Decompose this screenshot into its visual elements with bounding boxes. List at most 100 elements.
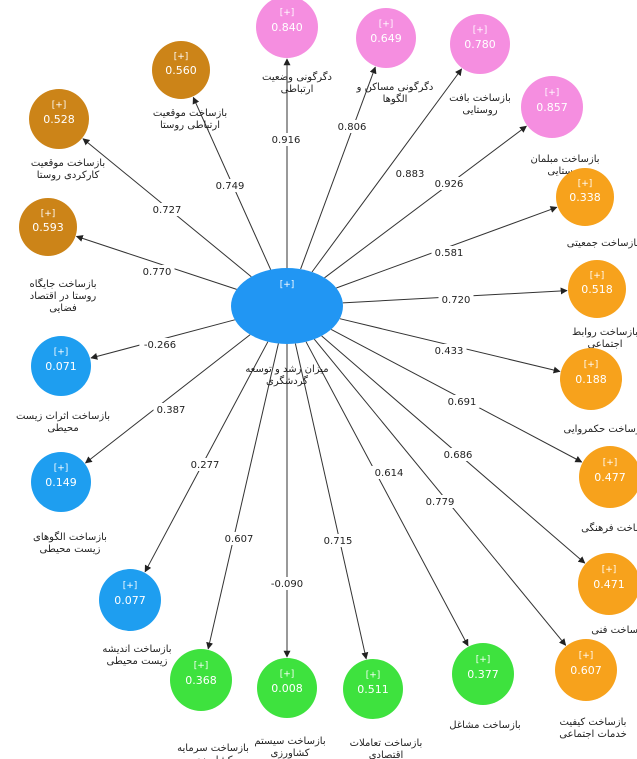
svg-text:0.607: 0.607 (225, 534, 254, 545)
construct-circle[interactable] (19, 198, 77, 256)
construct-node-n11[interactable]: [+]0.477بازساخت فرهنگی (579, 446, 637, 534)
construct-circle[interactable] (556, 168, 614, 226)
construct-label: روستا در اقتصاد (30, 291, 97, 302)
path-coefficients-layer: 0.7490.9160.8060.8830.9260.7270.7700.581… (139, 120, 480, 590)
central-construct-label-line: میزان رشد و توسعه (245, 364, 328, 375)
construct-label: الگوها (383, 93, 408, 105)
expand-marker[interactable]: [+] (194, 661, 209, 671)
r-squared-value: 0.471 (593, 578, 625, 591)
central-construct[interactable]: [+] (231, 268, 343, 344)
r-squared-value: 0.528 (43, 113, 75, 126)
svg-text:0.727: 0.727 (153, 205, 182, 216)
expand-marker[interactable]: [+] (280, 670, 295, 680)
expand-marker[interactable]: [+] (366, 671, 381, 681)
r-squared-value: 0.649 (370, 32, 402, 45)
path-coefficient-n9: 0.720 (438, 293, 474, 306)
r-squared-value: 0.368 (185, 674, 217, 687)
expand-marker[interactable]: [+] (602, 565, 617, 575)
construct-label: دگرگونی وضعیت (262, 71, 332, 83)
construct-node-n12[interactable]: [+]0.471بازساخت فنی (578, 553, 637, 636)
expand-marker[interactable]: [+] (52, 101, 67, 111)
construct-label: کشاورزی (270, 748, 309, 759)
construct-circle[interactable] (560, 348, 622, 410)
construct-label: بازساخت موقعیت (153, 108, 227, 119)
expand-marker[interactable]: [+] (280, 8, 295, 18)
expand-marker[interactable]: [+] (579, 651, 594, 661)
svg-text:0.926: 0.926 (435, 179, 464, 190)
construct-circle[interactable] (99, 569, 161, 631)
edge-n17 (206, 343, 279, 650)
edge-n15 (84, 334, 251, 464)
construct-circle[interactable] (152, 41, 210, 99)
edge-n7 (75, 235, 237, 290)
construct-circle[interactable] (31, 452, 91, 512)
edge-n3 (300, 66, 377, 270)
expand-marker[interactable]: [+] (123, 581, 138, 591)
expand-marker[interactable]: [+] (584, 360, 599, 370)
construct-circle[interactable] (579, 446, 637, 508)
construct-label: روستایی (547, 166, 582, 177)
construct-label: ارتباطی (281, 84, 314, 95)
construct-circle[interactable] (343, 659, 403, 719)
construct-label: بازساخت حکمروایی (564, 424, 637, 435)
construct-circle[interactable] (452, 643, 514, 705)
construct-node-n10[interactable]: [+]0.188بازساخت حکمروایی (560, 348, 637, 435)
central-construct-label-line: گردشگری (266, 375, 308, 387)
r-squared-value: 0.857 (536, 101, 568, 114)
construct-circle[interactable] (521, 76, 583, 138)
construct-circle[interactable] (555, 639, 617, 701)
expand-marker[interactable]: [+] (473, 26, 488, 36)
path-coefficient-n12: 0.686 (440, 448, 476, 461)
expand-marker[interactable]: [+] (41, 209, 56, 219)
expand-marker[interactable]: [+] (590, 271, 605, 281)
expand-marker[interactable]: [+] (578, 179, 593, 189)
svg-text:0.720: 0.720 (442, 295, 471, 306)
path-coefficient-n10: 0.433 (431, 344, 467, 357)
construct-label: بازساخت مبلمان (530, 154, 599, 165)
expand-marker[interactable]: [+] (603, 458, 618, 468)
construct-circle[interactable] (31, 336, 91, 396)
expand-marker[interactable]: [+] (54, 464, 69, 474)
expand-marker[interactable]: [+] (545, 88, 560, 98)
construct-circle[interactable] (170, 649, 232, 711)
expand-marker[interactable]: [+] (379, 20, 394, 30)
r-squared-value: 0.077 (114, 594, 146, 607)
path-coefficient-n7: 0.770 (139, 265, 175, 278)
expand-marker[interactable]: [+] (174, 52, 189, 62)
construct-circle[interactable] (257, 658, 317, 718)
central-construct-ellipse[interactable] (231, 268, 343, 344)
svg-text:0.614: 0.614 (375, 468, 404, 479)
path-coefficient-n20: 0.614 (371, 466, 407, 479)
construct-circle[interactable] (256, 0, 318, 58)
r-squared-value: 0.511 (357, 683, 389, 696)
expand-marker[interactable]: [+] (476, 655, 491, 665)
construct-circle[interactable] (450, 14, 510, 74)
construct-circle[interactable] (578, 553, 637, 615)
construct-circle[interactable] (356, 8, 416, 68)
construct-circle[interactable] (29, 89, 89, 149)
svg-text:0.715: 0.715 (324, 536, 353, 547)
construct-label: بازساخت اثرات زیست (16, 411, 110, 422)
construct-label: روستایی (462, 105, 497, 116)
expand-marker[interactable]: [+] (54, 348, 69, 358)
construct-circle[interactable] (568, 260, 626, 318)
